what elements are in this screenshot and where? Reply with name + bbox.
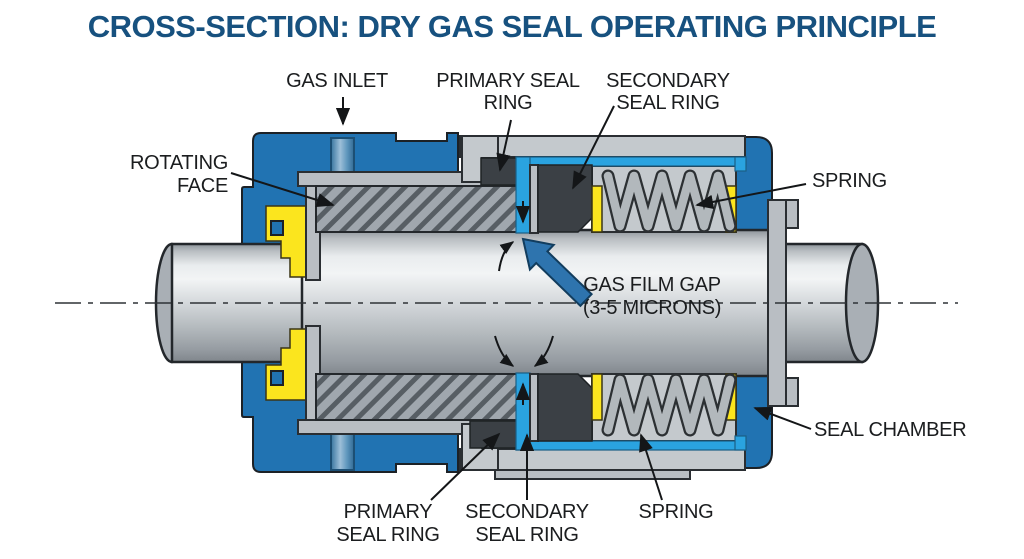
gland-lip-bottom	[494, 469, 691, 480]
rotating-face-top	[315, 185, 518, 233]
spring-bottom-coil	[601, 373, 737, 437]
gas-groove-bottom	[515, 440, 747, 451]
primary-seal-ring-bottom	[469, 420, 518, 449]
gas-inlet-port	[330, 137, 355, 177]
label-text: SEAL CHAMBER	[814, 419, 967, 441]
label-text: SPRING	[638, 501, 714, 523]
gas-curve-arrow-bottom-right	[533, 335, 554, 367]
retainer-band-top	[297, 171, 483, 187]
primary-seal-ring-top	[480, 157, 518, 186]
carrier-sliver-top	[529, 164, 539, 234]
secondary-seal-ring-top	[537, 164, 593, 233]
label-text: RING	[483, 92, 533, 114]
leader-lines	[230, 97, 812, 501]
label-primary-seal-ring-bottom: PRIMARY SEAL RING	[308, 501, 468, 547]
label-gas-inlet: GAS INLET	[257, 70, 417, 92]
label-text: SECONDARY	[606, 70, 730, 92]
gas-film-gap-arrow	[521, 237, 594, 308]
label-text: SEAL RING	[475, 524, 579, 546]
gas-stub-top	[734, 156, 747, 172]
gas-curve-arrow-bottom-left	[494, 335, 515, 367]
label-spring-bottom: SPRING	[596, 501, 756, 523]
label-seal-chamber: SEAL CHAMBER	[814, 419, 967, 441]
label-text: SEAL RING	[616, 92, 720, 114]
gas-outlet-port	[330, 429, 355, 471]
label-text: FACE	[176, 175, 228, 197]
label-text: SECONDARY	[465, 501, 589, 523]
spring-washer	[591, 185, 603, 233]
label-text: GAS FILM GAP	[583, 274, 721, 296]
label-primary-seal-ring-top: PRIMARY SEAL RING	[423, 70, 593, 114]
spring-washer	[591, 373, 603, 421]
label-text: ROTATING	[130, 152, 228, 174]
leader-secondary-seal-top	[572, 105, 615, 190]
rotating-face-parts	[315, 185, 518, 421]
label-text: PRIMARY SEAL	[436, 70, 580, 92]
label-text: GAS INLET	[286, 70, 388, 92]
label-rotating-face: ROTATING FACE	[68, 152, 228, 198]
label-text: SPRING	[812, 170, 887, 192]
page-title: CROSS-SECTION: DRY GAS SEAL OPERATING PR…	[87, 9, 937, 44]
label-gas-film-gap: GAS FILM GAP (3-5 MICRONS)	[547, 274, 757, 320]
gland-plate-bottom	[459, 448, 746, 471]
flange-step-bottom	[785, 377, 799, 407]
spring-top-coil	[601, 169, 737, 233]
leader-primary-seal-top	[496, 119, 512, 172]
carrier-sliver-bottom	[529, 373, 539, 442]
label-text: PRIMARY	[343, 501, 433, 523]
gas-stub-bottom	[734, 435, 747, 451]
leader-primary-seal-bottom	[430, 432, 501, 501]
secondary-seal-ring-bottom	[537, 373, 593, 442]
flange-step-top	[785, 199, 799, 229]
rotating-face-bottom	[315, 373, 518, 421]
leader-spring-bottom	[639, 433, 663, 501]
leader-spring-top	[695, 183, 807, 210]
label-text: SEAL RING	[336, 524, 440, 546]
leader-rotating-face	[230, 172, 335, 208]
labyrinth-notch-bottom	[270, 370, 284, 386]
leader-seal-chamber	[753, 406, 812, 430]
label-spring-top: SPRING	[812, 170, 887, 192]
labyrinth-notch-top	[270, 220, 284, 236]
gas-curve-arrow-top	[498, 241, 515, 272]
label-secondary-seal-ring-top: SECONDARY SEAL RING	[588, 70, 748, 114]
label-text: (3-5 MICRONS)	[582, 297, 722, 319]
retainer-band-bottom	[297, 419, 483, 435]
label-secondary-seal-ring-bottom: SECONDARY SEAL RING	[447, 501, 607, 547]
